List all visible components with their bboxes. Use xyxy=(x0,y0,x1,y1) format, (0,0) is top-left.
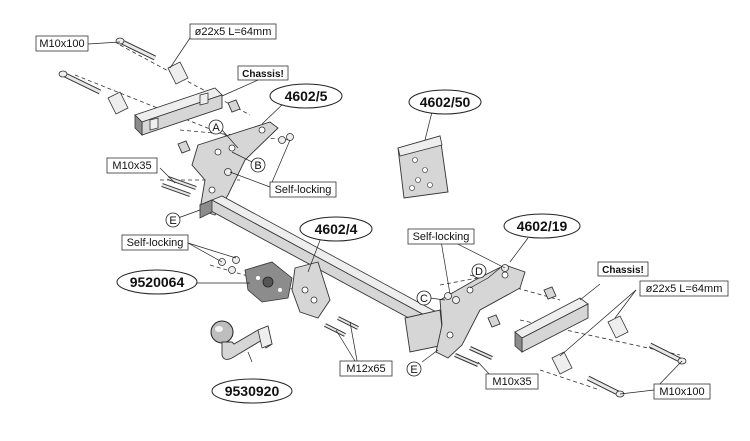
part-label-9520064: 9520064 xyxy=(116,269,198,295)
tow-plate-4602-4 xyxy=(291,261,331,319)
part-label-4602-50: 4602/50 xyxy=(408,89,482,115)
svg-text:C: C xyxy=(420,293,428,305)
svg-text:Self-locking: Self-locking xyxy=(127,237,184,249)
tow-ball-9530920 xyxy=(210,320,273,360)
leader-lines xyxy=(87,37,683,395)
svg-text:ø22x5 L=64mm: ø22x5 L=64mm xyxy=(195,26,272,38)
chassis-bracket-top xyxy=(134,87,223,136)
label-self-locking-right: Self-locking xyxy=(407,228,475,245)
svg-text:ø22x5 L=64mm: ø22x5 L=64mm xyxy=(646,283,723,295)
nut-plates-top xyxy=(177,99,241,154)
label-self-locking-mid: Self-locking xyxy=(121,234,189,251)
label-m10x100-right: M10x100 xyxy=(653,383,711,400)
svg-text:D: D xyxy=(475,266,483,278)
svg-text:M12x65: M12x65 xyxy=(346,363,385,375)
bolt-m10x100-top xyxy=(115,37,157,61)
svg-text:M10x100: M10x100 xyxy=(39,38,84,50)
accessory-pack-4602-50 xyxy=(397,135,449,199)
assembly-guide-lines xyxy=(74,44,681,391)
chassis-bracket-right xyxy=(514,297,589,353)
part-label-4602-4: 4602/4 xyxy=(299,216,373,242)
part-label-9530920: 9530920 xyxy=(211,378,293,404)
svg-text:B: B xyxy=(254,160,261,172)
svg-text:Chassis!: Chassis! xyxy=(602,265,644,276)
callout-c: C xyxy=(416,290,432,306)
svg-text:9520064: 9520064 xyxy=(130,274,185,290)
label-self-locking-top: Self-locking xyxy=(269,181,337,198)
bolt-m10x100-top-left xyxy=(58,70,102,95)
svg-text:Self-locking: Self-locking xyxy=(413,231,470,243)
svg-text:9530920: 9530920 xyxy=(225,383,280,399)
svg-text:4602/4: 4602/4 xyxy=(315,221,358,237)
svg-text:E: E xyxy=(410,364,417,376)
bolts-m12x65 xyxy=(324,316,359,337)
svg-text:M10x100: M10x100 xyxy=(659,386,704,398)
svg-text:4602/5: 4602/5 xyxy=(285,88,328,104)
nut-plates-right xyxy=(487,286,557,328)
bolts-m10x35-left xyxy=(161,176,197,197)
svg-text:4602/19: 4602/19 xyxy=(517,218,568,234)
label-chassis-top: Chassis! xyxy=(237,65,289,81)
bolts-m10x35-right xyxy=(454,346,493,367)
svg-text:M10x35: M10x35 xyxy=(492,376,531,388)
side-bracket-right xyxy=(435,264,526,359)
label-spacer-right: ø22x5 L=64mm xyxy=(639,280,729,297)
label-spacer-top: ø22x5 L=64mm xyxy=(189,23,277,40)
nuts-self-locking-mid xyxy=(218,256,240,274)
socket-plate-9520064 xyxy=(244,261,293,303)
label-m10x35-right: M10x35 xyxy=(485,373,539,390)
spacer-tube-top xyxy=(107,61,189,115)
callout-e-left: E xyxy=(165,212,181,228)
callout-b: B xyxy=(250,157,266,173)
label-m12x65: M12x65 xyxy=(339,360,393,377)
callout-d: D xyxy=(471,263,487,279)
svg-text:Chassis!: Chassis! xyxy=(242,69,284,80)
side-bracket-left xyxy=(191,121,279,216)
svg-text:A: A xyxy=(212,122,220,134)
nuts-self-locking-top xyxy=(224,133,294,176)
bolts-m10x100-right xyxy=(586,342,687,398)
svg-text:4602/50: 4602/50 xyxy=(420,94,471,110)
part-label-4602-19: 4602/19 xyxy=(503,213,581,239)
part-label-4602-5: 4602/5 xyxy=(269,83,343,109)
crossbar-main xyxy=(198,195,445,353)
svg-text:Self-locking: Self-locking xyxy=(275,184,332,196)
callout-a: A xyxy=(208,119,224,135)
svg-text:M10x35: M10x35 xyxy=(112,160,151,172)
label-m10x100-top: M10x100 xyxy=(35,35,89,52)
svg-text:E: E xyxy=(169,215,176,227)
label-chassis-right: Chassis! xyxy=(597,261,649,277)
spacer-tubes-right xyxy=(551,315,629,375)
label-m10x35-left: M10x35 xyxy=(106,157,158,174)
callout-e-right: E xyxy=(406,361,422,377)
